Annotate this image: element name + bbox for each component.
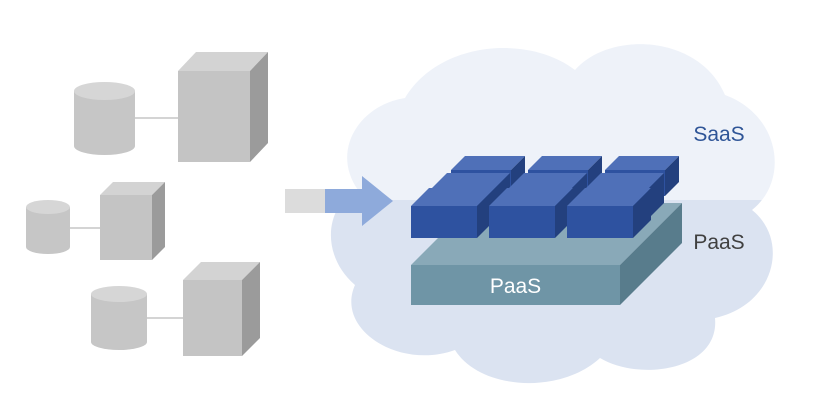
on-premise-group xyxy=(26,52,268,356)
app-cube-r3-c1 xyxy=(411,188,495,238)
saas-cube-grid xyxy=(411,156,679,238)
platform-side-face xyxy=(620,203,682,305)
saas-label: SaaS xyxy=(693,123,744,146)
app-cube-r3-c3 xyxy=(567,188,651,238)
server-icon xyxy=(100,182,165,260)
server-icon xyxy=(178,52,268,162)
database-icon xyxy=(74,82,135,155)
platform-front-face xyxy=(411,265,620,305)
arrow-tail xyxy=(285,189,325,213)
database-icon xyxy=(91,286,147,350)
server-icon xyxy=(183,262,260,356)
paas-label: PaaS xyxy=(693,231,744,254)
database-icon xyxy=(26,200,70,254)
arrow-head xyxy=(325,176,393,226)
platform-label: PaaS xyxy=(490,275,541,298)
migration-arrow-icon xyxy=(285,176,393,226)
app-cube-r3-c2 xyxy=(489,188,573,238)
